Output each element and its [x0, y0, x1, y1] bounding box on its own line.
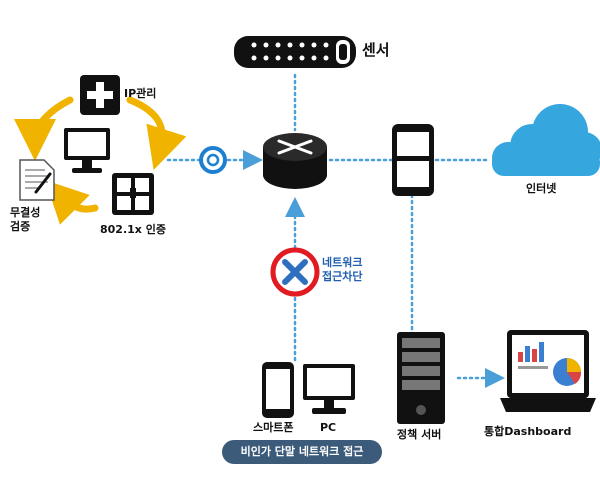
policy-server-label: 정책 서버: [397, 428, 442, 441]
smartphone-icon: [262, 362, 294, 418]
target-icon: [199, 146, 227, 174]
bar-chart-icon: [518, 342, 548, 369]
integrity-check-label: 무결성 검증: [10, 206, 41, 233]
pc-icon: [303, 364, 355, 414]
access-block-label: 네트워크 접근차단: [322, 256, 363, 283]
connection-lines: [166, 73, 505, 388]
monitor-icon: [64, 128, 110, 173]
sensor-label: 센서: [362, 41, 390, 59]
cloud-icon: [492, 104, 600, 176]
laptop-dashboard-icon: [500, 330, 596, 412]
router-icon: [263, 133, 327, 189]
dashboard-label: 통합Dashboard: [484, 425, 572, 438]
switch-sensor-icon: [234, 36, 356, 68]
grid-icon: [112, 173, 154, 215]
nac-cycle-arrows: [14, 96, 187, 225]
smartphone-label: 스마트폰: [253, 421, 294, 434]
blocked-icon: [270, 247, 320, 297]
unauthorized-access-badge: 비인가 단말 네트워크 접근: [222, 440, 382, 464]
plus-icon: [80, 75, 120, 115]
internet-label: 인터넷: [526, 182, 557, 195]
ip-mgmt-label: IP관리: [124, 87, 157, 100]
server-icon: [397, 332, 445, 424]
pc-label: PC: [320, 421, 337, 434]
auth-8021x-label: 802.1x 인증: [100, 223, 166, 236]
firewall-phone-icon: [392, 124, 434, 196]
pie-chart-icon: [553, 358, 582, 386]
document-icon: [19, 159, 55, 201]
